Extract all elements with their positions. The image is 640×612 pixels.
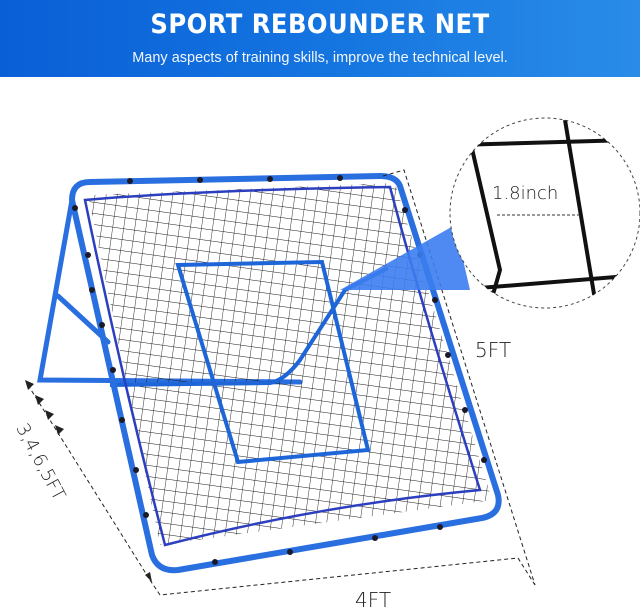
- width-label: 4FT: [355, 588, 392, 612]
- outer-frame: [69, 173, 502, 574]
- banner-subtitle: Many aspects of training skills, improve…: [132, 50, 508, 66]
- elastic-cord: [83, 185, 482, 547]
- banner-title: SPORT REBOUNDER NET: [150, 9, 490, 40]
- rebounder-illustration: [25, 117, 640, 596]
- bungee-ties: [72, 175, 487, 565]
- angle-arrows: [25, 380, 152, 582]
- header-banner: SPORT REBOUNDER NET Many aspects of trai…: [0, 0, 640, 77]
- callout-beam: [340, 225, 470, 290]
- height-label: 5FT: [475, 338, 512, 362]
- mesh-zoom-circle: [449, 117, 640, 309]
- target-frame: [109, 259, 389, 465]
- mesh-size-label: 1.8inch: [492, 183, 559, 204]
